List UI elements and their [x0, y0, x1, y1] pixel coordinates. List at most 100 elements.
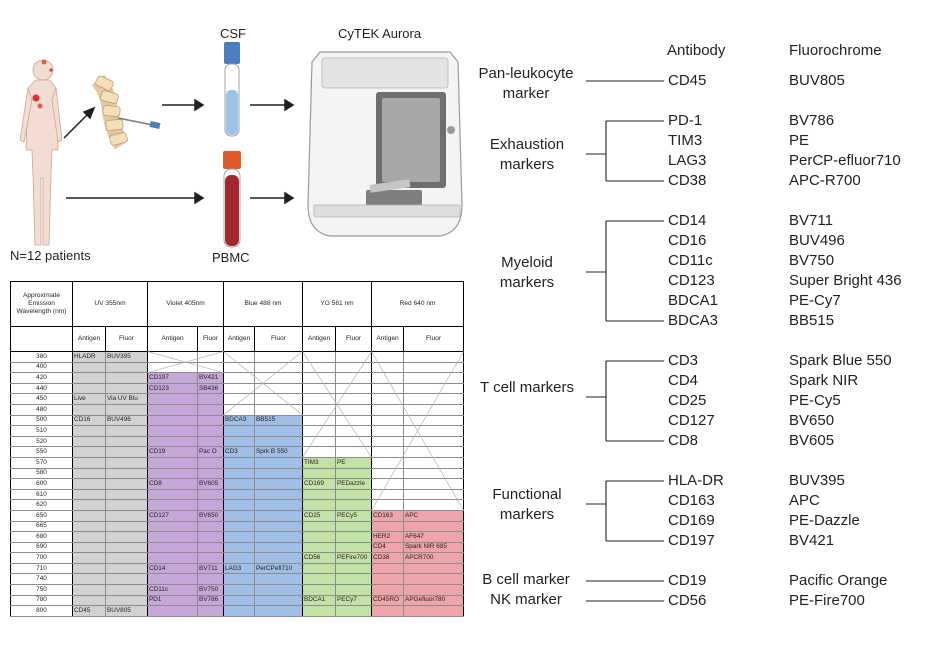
cytometer-instrument-icon: [307, 51, 463, 237]
antigen-cell: [147, 531, 198, 543]
antigen-cell: CD56: [302, 552, 336, 564]
fluor-cell: [334, 584, 373, 596]
fluor-cell: [105, 382, 148, 395]
fluor-cell: Sprk B 550: [254, 446, 303, 458]
wavelength-cell: 780: [10, 594, 73, 607]
antibody-name: LAG3: [668, 152, 707, 169]
antibody-name: CD16: [668, 232, 707, 249]
antibody-name: CD169: [668, 512, 715, 529]
fluor-cell: [197, 573, 224, 586]
wavelength-cell: 510: [10, 425, 73, 437]
fluor-cell: PEFire700: [334, 552, 373, 564]
fluor-cell: [197, 435, 224, 448]
antigen-cell: [371, 393, 405, 405]
fluor-cell: APCR700: [403, 552, 465, 564]
fluor-cell: [403, 361, 465, 374]
wavelength-cell: 580: [10, 467, 73, 480]
antigen-cell: [223, 499, 255, 511]
fluor-cell: [254, 573, 303, 586]
antigen-cell: HLADR: [72, 351, 106, 363]
antigen-cell: [223, 573, 255, 586]
fluor-cell: [403, 446, 465, 458]
marker-group-label: Myeloid markers: [499, 254, 555, 291]
fluor-cell: [105, 552, 148, 564]
wavelength-cell: 420: [10, 372, 73, 384]
antigen-cell: [72, 499, 106, 511]
fluor-cell: [105, 446, 148, 458]
fluor-cell: Pac O: [197, 446, 224, 458]
fluor-cell: [254, 435, 303, 448]
fluor-cell: [105, 562, 148, 575]
antigen-cell: [371, 403, 405, 416]
fluor-cell: [105, 509, 148, 522]
antigen-cell: [147, 456, 198, 469]
subheader-fluor: Fluor: [105, 326, 148, 352]
fluor-cell: [403, 499, 465, 511]
fluor-cell: Via UV Blu: [105, 393, 148, 405]
antigen-cell: [371, 562, 405, 575]
antigen-cell: [302, 531, 336, 543]
antigen-cell: [72, 467, 106, 480]
antigen-cell: [302, 541, 336, 554]
antigen-cell: [147, 573, 198, 586]
antigen-cell: CD4: [371, 541, 405, 554]
fluor-cell: BV711: [197, 562, 224, 575]
fluorochrome-name: Spark Blue 550: [789, 352, 892, 369]
antigen-cell: [371, 361, 405, 374]
antigen-cell: [371, 372, 405, 384]
fluor-cell: [334, 425, 373, 437]
antigen-cell: [371, 446, 405, 458]
patients-label: N=12 patients: [10, 248, 91, 263]
fluor-cell: [334, 361, 373, 374]
fluorochrome-name: Pacific Orange: [789, 572, 888, 589]
fluor-cell: [197, 425, 224, 437]
fluor-cell: BB515: [254, 414, 303, 427]
antigen-cell: [147, 403, 198, 416]
fluor-cell: [334, 541, 373, 554]
fluor-cell: [105, 425, 148, 437]
antigen-cell: [147, 467, 198, 480]
antigen-cell: [72, 478, 106, 490]
fluor-cell: [105, 584, 148, 596]
antigen-cell: [371, 499, 405, 511]
antigen-cell: [223, 531, 255, 543]
antibody-name: CD11c: [668, 252, 713, 269]
fluor-cell: [334, 351, 373, 363]
antigen-cell: [302, 414, 336, 427]
fluor-cell: BV750: [197, 584, 224, 596]
fluor-cell: [403, 573, 465, 586]
fluorochrome-name: PE-Cy7: [789, 292, 841, 309]
fluor-cell: [254, 520, 303, 533]
antigen-cell: [371, 425, 405, 437]
antigen-cell: [371, 467, 405, 480]
antibody-name: CD14: [668, 212, 707, 229]
fluor-cell: [254, 351, 303, 363]
antigen-cell: [223, 509, 255, 522]
fluor-cell: PerCPefl710: [254, 562, 303, 575]
fluorochrome-name: BV711: [789, 212, 833, 229]
fluor-cell: [334, 488, 373, 501]
antigen-cell: [371, 573, 405, 586]
fluorochrome-name: BV421: [789, 532, 835, 549]
wavelength-cell: 710: [10, 562, 73, 575]
fluor-cell: [254, 584, 303, 596]
antigen-cell: [147, 425, 198, 437]
subheader-antigen: Antigen: [147, 326, 198, 352]
fluor-cell: [254, 594, 303, 607]
antibody-name: CD38: [668, 172, 707, 189]
wavelength-cell: 440: [10, 382, 73, 395]
fluor-cell: BUV395: [105, 351, 148, 363]
inflammation-icon: [32, 59, 53, 109]
fluor-cell: [334, 605, 373, 617]
